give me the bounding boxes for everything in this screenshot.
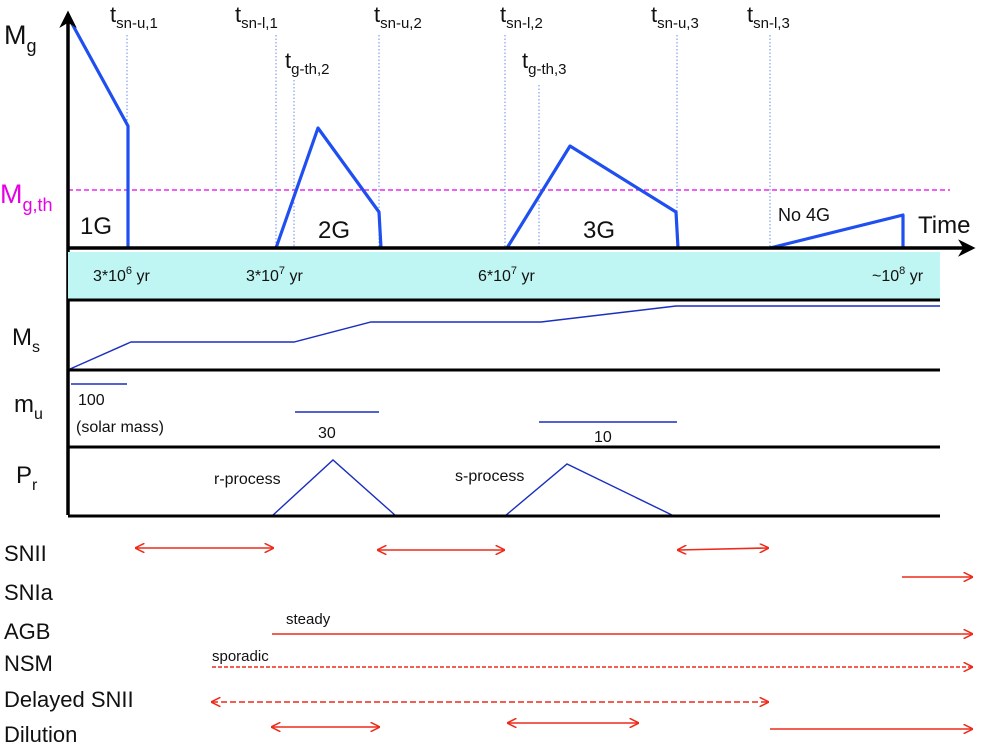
marker-tsn-l-3: tsn-l,3 — [747, 2, 790, 32]
mu-value-10: 10 — [594, 429, 612, 446]
upper-mass-panel: mu 100 (solar mass) 30 10 — [14, 383, 940, 449]
marker-tsn-u-2: tsn-u,2 — [374, 2, 422, 32]
agb-annotation: steady — [286, 611, 331, 628]
mu-value-30: 30 — [318, 425, 336, 442]
gas-mass-curve-3g — [505, 144, 680, 249]
mu-value-100: 100 — [78, 392, 105, 409]
gas-mass-panel: Mg Mg,th Time tsn-u,1 tsn-l,1 tg-th,2 ts… — [0, 2, 976, 515]
timeline-label-4: ~108 yr — [872, 265, 924, 285]
time-axis-label: Time — [918, 212, 970, 239]
marker-tg-th-3: tg-th,3 — [522, 48, 566, 78]
generation-label-2g: 2G — [318, 217, 350, 244]
row-label-delayed-snii: Delayed SNII — [4, 687, 134, 712]
mu-unit: (solar mass) — [76, 419, 164, 436]
timeline-label-3: 6*107 yr — [478, 265, 535, 285]
stellar-mass-curve — [69, 305, 940, 370]
marker-tsn-l-1: tsn-l,1 — [235, 2, 278, 32]
pr-label: Pr — [16, 462, 38, 494]
row-label-agb: AGB — [4, 619, 50, 644]
source-rows: SNII SNIa AGB NSM Delayed SNII Dilution … — [4, 541, 972, 746]
ms-label: Ms — [12, 324, 40, 356]
marker-tsn-u-3: tsn-u,3 — [651, 2, 699, 32]
generation-label-no-4g: No 4G — [778, 205, 830, 225]
row-label-snia: SNIa — [4, 580, 54, 605]
marker-tg-th-2: tg-th,2 — [285, 48, 329, 78]
marker-tsn-u-1: tsn-u,1 — [110, 2, 158, 32]
timeline-band: 3*106 yr 3*107 yr 6*107 yr ~108 yr — [68, 252, 940, 302]
s-process-peak — [504, 463, 675, 517]
gas-mass-curve-4g — [769, 213, 905, 250]
gas-mass-curve-2g — [274, 126, 383, 249]
timeline-band-bg — [68, 252, 940, 300]
snii-arrow-3 — [678, 548, 768, 550]
generation-label-3g: 3G — [583, 217, 615, 244]
generation-label-1g: 1G — [80, 213, 112, 240]
top-marker-labels: tsn-u,1 tsn-l,1 tg-th,2 tsn-u,2 tsn-l,2 … — [110, 2, 790, 78]
marker-tsn-l-2: tsn-l,2 — [500, 2, 543, 32]
s-process-label: s-process — [455, 468, 524, 485]
mu-label: mu — [14, 391, 43, 423]
nsm-annotation: sporadic — [212, 648, 269, 665]
time-marker-lines — [126, 35, 771, 248]
row-label-snii: SNII — [4, 541, 47, 566]
process-panel: Pr r-process s-process — [16, 459, 940, 518]
mg-axis-label: Mg — [4, 20, 37, 56]
r-process-peak — [271, 459, 397, 517]
gas-mass-curve-1g — [68, 19, 130, 248]
row-label-dilution: Dilution — [4, 722, 77, 746]
timeline-label-1: 3*106 yr — [93, 265, 150, 285]
stellar-mass-panel: Ms — [12, 305, 940, 372]
row-label-nsm: NSM — [4, 651, 53, 676]
r-process-label: r-process — [214, 471, 281, 488]
threshold-label: Mg,th — [0, 179, 53, 215]
timeline-label-2: 3*107 yr — [246, 265, 303, 285]
